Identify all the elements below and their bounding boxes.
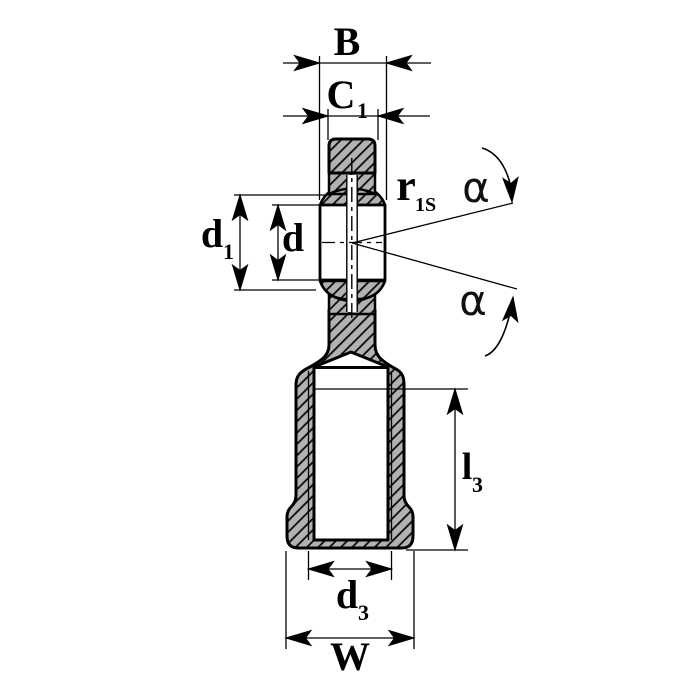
label-B: B [334,19,361,64]
label-d1-sub: 1 [223,239,234,264]
dim-W [284,551,416,649]
alpha-arc-upper-arrowhead [501,176,519,204]
dim-d3-arrow-left [306,560,335,578]
label-d3-sub: 3 [358,600,369,625]
dim-B-arrow-left [293,54,322,72]
label-d1-base: d [201,211,223,256]
dim-l3-arrow-top [446,387,464,416]
dim-d-arrow-bottom [269,253,287,282]
dim-d [269,203,320,282]
dim-C1-arrow-left [301,107,330,125]
label-d: d [282,215,304,260]
thread-cavity [312,350,390,542]
label-C1-base: C [327,72,356,117]
label-l3-base: l [462,446,473,488]
alpha-arc-lower-arrowhead [501,295,519,324]
label-W: W [330,634,370,679]
dim-l3-arrow-bottom [446,523,464,552]
dim-C1 [283,107,430,140]
dim-W-arrow-right [387,629,416,647]
dim-l3 [314,387,468,552]
dim-d1-arrow-bottom [231,263,249,292]
dim-alpha [351,147,519,357]
part-section [285,137,415,550]
label-l3-sub: 3 [472,472,483,497]
label-r1S-base: r [396,161,416,210]
label-alpha-lower: α [459,276,487,325]
dim-d3 [306,551,394,580]
dimensions [231,54,519,649]
alpha-line-upper [351,202,514,244]
label-d3-base: d [336,572,358,617]
dim-d3-arrow-right [365,560,394,578]
dim-C1-arrow-right [376,107,405,125]
dim-d1 [231,193,332,292]
label-r1S-sub: 1S [415,194,436,216]
dim-d-arrow-top [269,203,287,232]
dim-W-arrow-left [284,629,313,647]
label-alpha-upper: α [462,163,490,212]
dim-B [283,54,431,200]
dimension-labels: B C 1 d 1 d r 1S α α l 3 d 3 W [201,19,490,679]
dim-d1-arrow-top [231,193,249,222]
label-C1-sub: 1 [357,98,368,123]
dim-B-arrow-right [384,54,413,72]
alpha-line-lower [351,242,518,290]
head-cap [327,137,377,175]
